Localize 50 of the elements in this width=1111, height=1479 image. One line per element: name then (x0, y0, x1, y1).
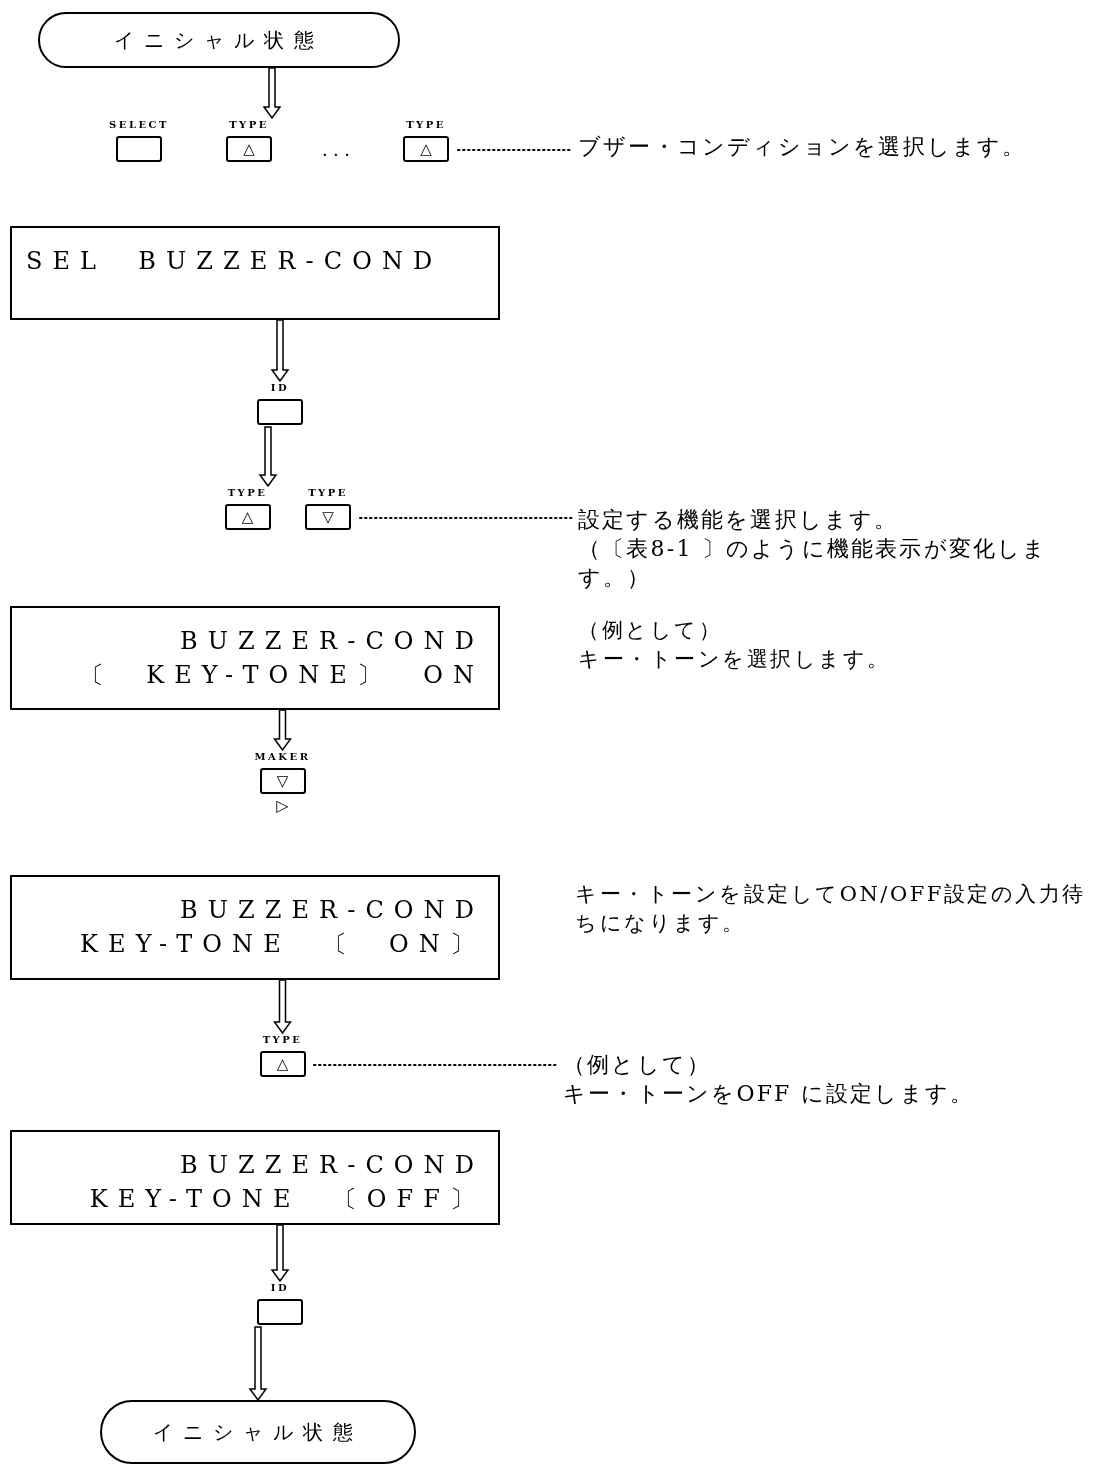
display-text: KEY-TONE 〔OFF〕 (89, 1184, 484, 1215)
key-button: △ (226, 136, 272, 162)
key-label: TYPE (308, 486, 348, 500)
hollow-arrow (270, 319, 290, 383)
note-text: キー・トーンを選択します。 (578, 646, 892, 673)
state-text: イニシャル状態 (114, 27, 324, 54)
key-label: ID (270, 1281, 290, 1295)
display-text: SEL BUZZER-COND (26, 246, 443, 277)
display-text: 〔 KEY-TONE〕 ON (80, 660, 484, 691)
display-panel (10, 875, 500, 980)
display-text: KEY-TONE 〔 ON〕 (80, 929, 484, 960)
display-panel (10, 226, 500, 320)
note-text: 設定する機能を選択します。 (578, 506, 900, 534)
key-label: SELECT (109, 118, 169, 132)
display-panel (10, 606, 500, 710)
leader-line (359, 517, 573, 519)
note-text: （〔表8-1 〕のように機能表示が変化します。） (578, 535, 1049, 592)
key-button: △ (224, 504, 271, 530)
ellipsis-text: ... (322, 138, 356, 162)
key-label: ID (270, 381, 290, 395)
display-text: BUZZER-COND (179, 626, 484, 657)
state-text: イニシャル状態 (153, 1419, 363, 1446)
key-label: TYPE (229, 118, 269, 132)
hollow-arrow (273, 979, 292, 1035)
key-label: MAKER (254, 750, 311, 764)
note-text: キー・トーンをOFF に設定します。 (563, 1080, 976, 1108)
display-panel (10, 1130, 500, 1225)
note-text: ブザー・コンディションを選択します。 (578, 133, 1028, 161)
note-text: キー・トーンを設定してON/OFF設定の入力待ちになります。 (575, 881, 1087, 937)
hollow-arrow (258, 426, 278, 488)
display-text: BUZZER-COND (179, 1150, 484, 1181)
leader-line (313, 1064, 558, 1066)
hollow-arrow (270, 1224, 290, 1283)
terminal-pill (38, 12, 400, 68)
key-button: ▽ (259, 768, 306, 794)
key-label: TYPE (262, 1033, 303, 1047)
key-label: TYPE (406, 118, 446, 132)
key-button: ▽ (305, 504, 351, 530)
key-button: △ (403, 136, 449, 162)
pointer-mark: ▷ (276, 796, 289, 816)
hollow-arrow (248, 1326, 268, 1402)
note-text: （例として） (578, 617, 724, 644)
key-label: TYPE (227, 486, 268, 500)
leader-line (457, 149, 573, 151)
note-text: （例として） (563, 1051, 713, 1079)
display-text: BUZZER-COND (179, 895, 484, 926)
key-button: △ (259, 1051, 306, 1077)
hollow-arrow (273, 709, 292, 752)
hollow-arrow (262, 67, 282, 120)
terminal-pill (100, 1400, 416, 1464)
